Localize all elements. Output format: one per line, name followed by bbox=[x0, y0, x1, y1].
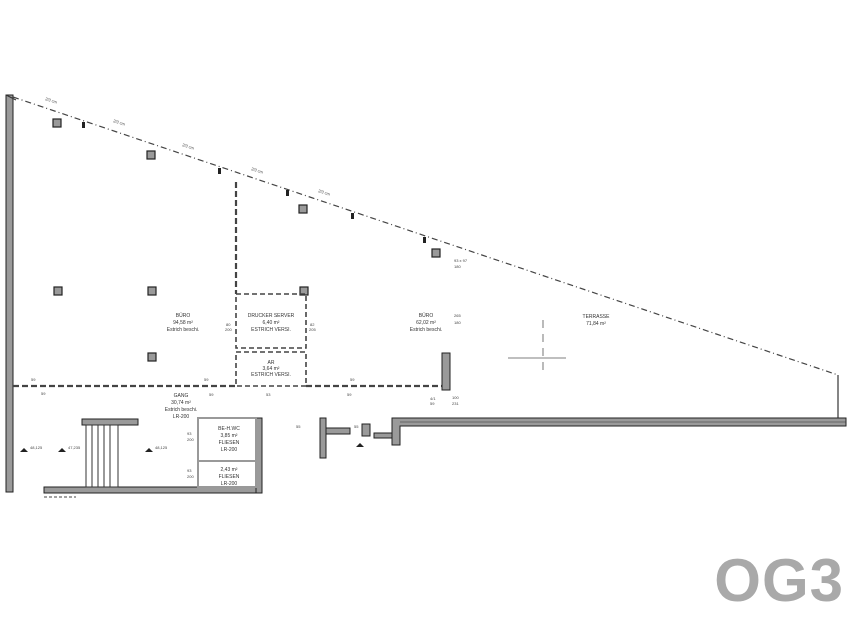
svg-text:GANG: GANG bbox=[174, 393, 189, 399]
svg-text:200: 200 bbox=[187, 474, 194, 479]
svg-text:2,43 m²: 2,43 m² bbox=[221, 467, 238, 473]
floor-level-label: OG3 bbox=[714, 547, 844, 614]
diagonal-facade bbox=[12, 96, 839, 376]
terrace-divider-wall bbox=[441, 352, 451, 391]
svg-text:2/3 cm: 2/3 cm bbox=[251, 166, 265, 175]
svg-text:BÜRO: BÜRO bbox=[419, 312, 434, 319]
svg-text:ESTRICH VERSI.: ESTRICH VERSI. bbox=[251, 327, 291, 333]
svg-text:59: 59 bbox=[41, 391, 46, 396]
facade-posts bbox=[52, 118, 441, 258]
svg-text:59: 59 bbox=[347, 392, 352, 397]
svg-text:205: 205 bbox=[309, 327, 316, 332]
label-behwc: BE-H.WC 3,85 m² FLIESEN LR-200 bbox=[218, 426, 240, 453]
level-markers: 48,125 47,235 48,125 4/1 bbox=[20, 396, 436, 452]
left-exterior-wall bbox=[5, 94, 14, 493]
svg-text:100: 100 bbox=[452, 395, 459, 400]
svg-text:48,125: 48,125 bbox=[155, 445, 168, 450]
svg-text:93 x 97: 93 x 97 bbox=[454, 258, 468, 263]
label-gang: GANG 30,74 m² Estrich beschi. LR-200 bbox=[165, 393, 198, 420]
svg-text:231: 231 bbox=[452, 401, 459, 406]
svg-text:FLIESEN: FLIESEN bbox=[219, 474, 240, 480]
svg-text:55: 55 bbox=[354, 424, 359, 429]
svg-text:59: 59 bbox=[209, 392, 214, 397]
svg-text:LR-200: LR-200 bbox=[221, 447, 238, 453]
svg-text:2/3 cm: 2/3 cm bbox=[45, 96, 59, 105]
stair-top-wall bbox=[81, 418, 139, 426]
svg-text:Estrich beschi.: Estrich beschi. bbox=[165, 407, 198, 413]
svg-text:Estrich beschi.: Estrich beschi. bbox=[410, 327, 443, 333]
svg-text:53: 53 bbox=[266, 392, 271, 397]
svg-text:59: 59 bbox=[204, 377, 209, 382]
svg-text:82: 82 bbox=[310, 322, 315, 327]
svg-text:DRUCKER SERVER: DRUCKER SERVER bbox=[248, 313, 295, 319]
label-buero-left: BÜRO 94,58 m² Estrich beschi. bbox=[167, 312, 200, 333]
interior-columns bbox=[53, 286, 309, 362]
lower-right-wall bbox=[391, 417, 847, 446]
svg-text:2/3 cm: 2/3 cm bbox=[182, 142, 196, 151]
wc-block bbox=[197, 417, 257, 488]
facade-window-labels: 2/3 cm 2/3 cm 2/3 cm 2/3 cm 2/3 cm bbox=[45, 96, 332, 197]
svg-text:3,64 m²: 3,64 m² bbox=[263, 366, 280, 372]
svg-text:80: 80 bbox=[226, 322, 231, 327]
svg-text:LR-200: LR-200 bbox=[221, 481, 238, 487]
label-wc: 2,43 m² FLIESEN LR-200 bbox=[219, 467, 240, 487]
svg-text:71,84 m²: 71,84 m² bbox=[586, 321, 606, 327]
svg-text:200: 200 bbox=[187, 437, 194, 442]
svg-text:TERRASSE: TERRASSE bbox=[583, 314, 611, 320]
label-terrasse: TERRASSE 71,84 m² bbox=[583, 314, 611, 327]
top-left-corner bbox=[5, 94, 17, 101]
svg-text:LR-200: LR-200 bbox=[173, 414, 190, 420]
label-ar: AR 3,64 m² ESTRICH VERSI. bbox=[251, 360, 291, 378]
dimension-marks: 80 200 82 205 265 180 93 x 97 180 100 23… bbox=[31, 258, 468, 479]
shaft-wall bbox=[319, 417, 327, 459]
svg-text:62,02 m²: 62,02 m² bbox=[416, 320, 436, 326]
svg-text:2/3 cm: 2/3 cm bbox=[113, 118, 127, 127]
shaft-return bbox=[325, 427, 351, 435]
label-buero-right: BÜRO 62,02 m² Estrich beschi. bbox=[410, 312, 443, 333]
drucker-server-room bbox=[235, 293, 307, 349]
svg-text:AR: AR bbox=[268, 360, 275, 366]
svg-text:93: 93 bbox=[187, 431, 192, 436]
svg-text:FLIESEN: FLIESEN bbox=[219, 440, 240, 446]
ar-room bbox=[235, 351, 307, 387]
svg-text:2/3 cm: 2/3 cm bbox=[318, 188, 332, 197]
small-notch bbox=[361, 423, 371, 437]
svg-text:94,58 m²: 94,58 m² bbox=[173, 320, 193, 326]
staircase bbox=[85, 424, 119, 488]
svg-text:47,235: 47,235 bbox=[68, 445, 81, 450]
svg-text:59: 59 bbox=[31, 377, 36, 382]
svg-text:265: 265 bbox=[454, 313, 461, 318]
svg-text:48,125: 48,125 bbox=[30, 445, 43, 450]
svg-text:30,74 m²: 30,74 m² bbox=[171, 400, 191, 406]
svg-text:BE-H.WC: BE-H.WC bbox=[218, 426, 240, 432]
label-drucker-server: DRUCKER SERVER 6,40 m² ESTRICH VERSI. bbox=[248, 313, 295, 333]
svg-text:55: 55 bbox=[296, 424, 301, 429]
svg-text:200: 200 bbox=[225, 327, 232, 332]
svg-text:Estrich beschi.: Estrich beschi. bbox=[167, 327, 200, 333]
svg-text:59: 59 bbox=[350, 377, 355, 382]
svg-text:59: 59 bbox=[430, 401, 435, 406]
svg-text:180: 180 bbox=[454, 264, 461, 269]
svg-text:4/1: 4/1 bbox=[430, 396, 436, 401]
svg-text:6,40 m²: 6,40 m² bbox=[263, 320, 280, 326]
small-step bbox=[373, 432, 393, 439]
svg-text:93: 93 bbox=[187, 468, 192, 473]
svg-text:180: 180 bbox=[454, 320, 461, 325]
svg-text:3,85 m²: 3,85 m² bbox=[221, 433, 238, 439]
svg-text:ESTRICH VERSI.: ESTRICH VERSI. bbox=[251, 372, 291, 378]
svg-text:BÜRO: BÜRO bbox=[176, 312, 191, 319]
